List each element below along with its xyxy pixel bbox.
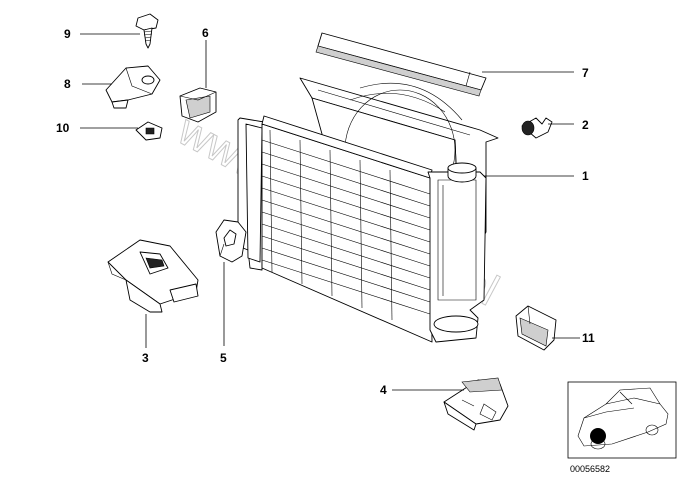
- rubber-block-6-icon: [179, 87, 217, 123]
- bracket-3-icon: [107, 239, 199, 313]
- screw-9-icon: [135, 13, 159, 49]
- nut-clip-10-icon: [135, 121, 163, 141]
- callout-3: 3: [142, 351, 149, 365]
- callout-2: 2: [582, 118, 589, 132]
- callout-6: 6: [202, 26, 209, 40]
- clip-8-icon: [105, 65, 161, 109]
- callout-11: 11: [582, 331, 595, 345]
- callout-4: 4: [380, 383, 387, 397]
- callout-5: 5: [220, 351, 227, 365]
- rivet-icon: [521, 117, 553, 139]
- bracket-4-icon: [443, 377, 509, 431]
- car-location-thumbnail: 00056582: [567, 381, 677, 474]
- callout-8: 8: [64, 77, 71, 91]
- callout-7: 7: [582, 66, 589, 80]
- callout-1: 1: [582, 169, 589, 183]
- callout-9: 9: [64, 27, 71, 41]
- seal-strip-icon: [315, 32, 487, 97]
- leader-lines: [80, 33, 580, 391]
- rubber-mount-5-icon: [215, 219, 247, 263]
- car-location-icon: [577, 387, 669, 450]
- callout-10: 10: [56, 121, 70, 135]
- holder-11-icon: [515, 305, 557, 351]
- location-marker-icon: [590, 428, 606, 444]
- reference-code: 00056582: [570, 464, 610, 474]
